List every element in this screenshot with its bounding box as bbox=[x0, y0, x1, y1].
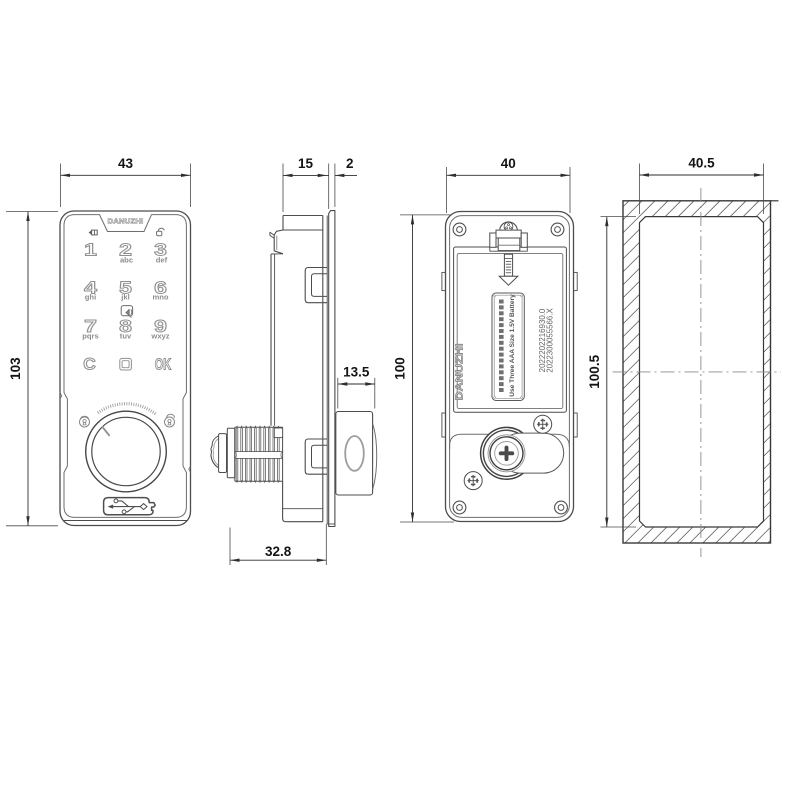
svg-text:3: 3 bbox=[154, 239, 167, 259]
svg-text:100.5: 100.5 bbox=[587, 354, 602, 388]
svg-text:2: 2 bbox=[119, 239, 132, 259]
svg-text:15: 15 bbox=[298, 156, 314, 171]
svg-text:abc: abc bbox=[120, 255, 133, 264]
svg-text:DANUZHI: DANUZHI bbox=[108, 217, 144, 226]
svg-text:DANUZHI: DANUZHI bbox=[455, 343, 466, 400]
svg-text:OK: OK bbox=[155, 357, 172, 374]
svg-text:40: 40 bbox=[501, 156, 516, 171]
svg-text:Use Three AAA Size 1.5V Batter: Use Three AAA Size 1.5V Battery bbox=[509, 294, 516, 397]
svg-text:C: C bbox=[83, 356, 96, 374]
svg-text:1: 1 bbox=[84, 239, 97, 259]
svg-text:2022300055566.X: 2022300055566.X bbox=[545, 308, 554, 373]
svg-text:13.5: 13.5 bbox=[343, 365, 370, 380]
svg-text:mno: mno bbox=[152, 292, 168, 301]
svg-text:pqrs: pqrs bbox=[82, 331, 98, 340]
svg-text:4: 4 bbox=[84, 278, 97, 298]
svg-text:9: 9 bbox=[154, 316, 167, 336]
svg-text:def: def bbox=[156, 255, 168, 264]
svg-text:8: 8 bbox=[119, 316, 132, 336]
svg-text:7: 7 bbox=[84, 316, 97, 336]
svg-text:tuv: tuv bbox=[120, 331, 132, 340]
svg-text:43: 43 bbox=[118, 156, 134, 171]
svg-text:103: 103 bbox=[8, 357, 23, 380]
svg-text:jkl: jkl bbox=[120, 292, 129, 301]
svg-text:wxyz: wxyz bbox=[150, 331, 169, 340]
svg-text:100: 100 bbox=[393, 357, 408, 380]
svg-text:6: 6 bbox=[154, 278, 167, 298]
svg-text:40.5: 40.5 bbox=[688, 156, 715, 171]
svg-text:5: 5 bbox=[119, 278, 132, 298]
svg-text:2: 2 bbox=[346, 156, 354, 171]
svg-text:ghi: ghi bbox=[85, 292, 96, 301]
svg-text:2022202216930.0: 2022202216930.0 bbox=[538, 308, 547, 372]
svg-text:32.8: 32.8 bbox=[265, 544, 292, 559]
